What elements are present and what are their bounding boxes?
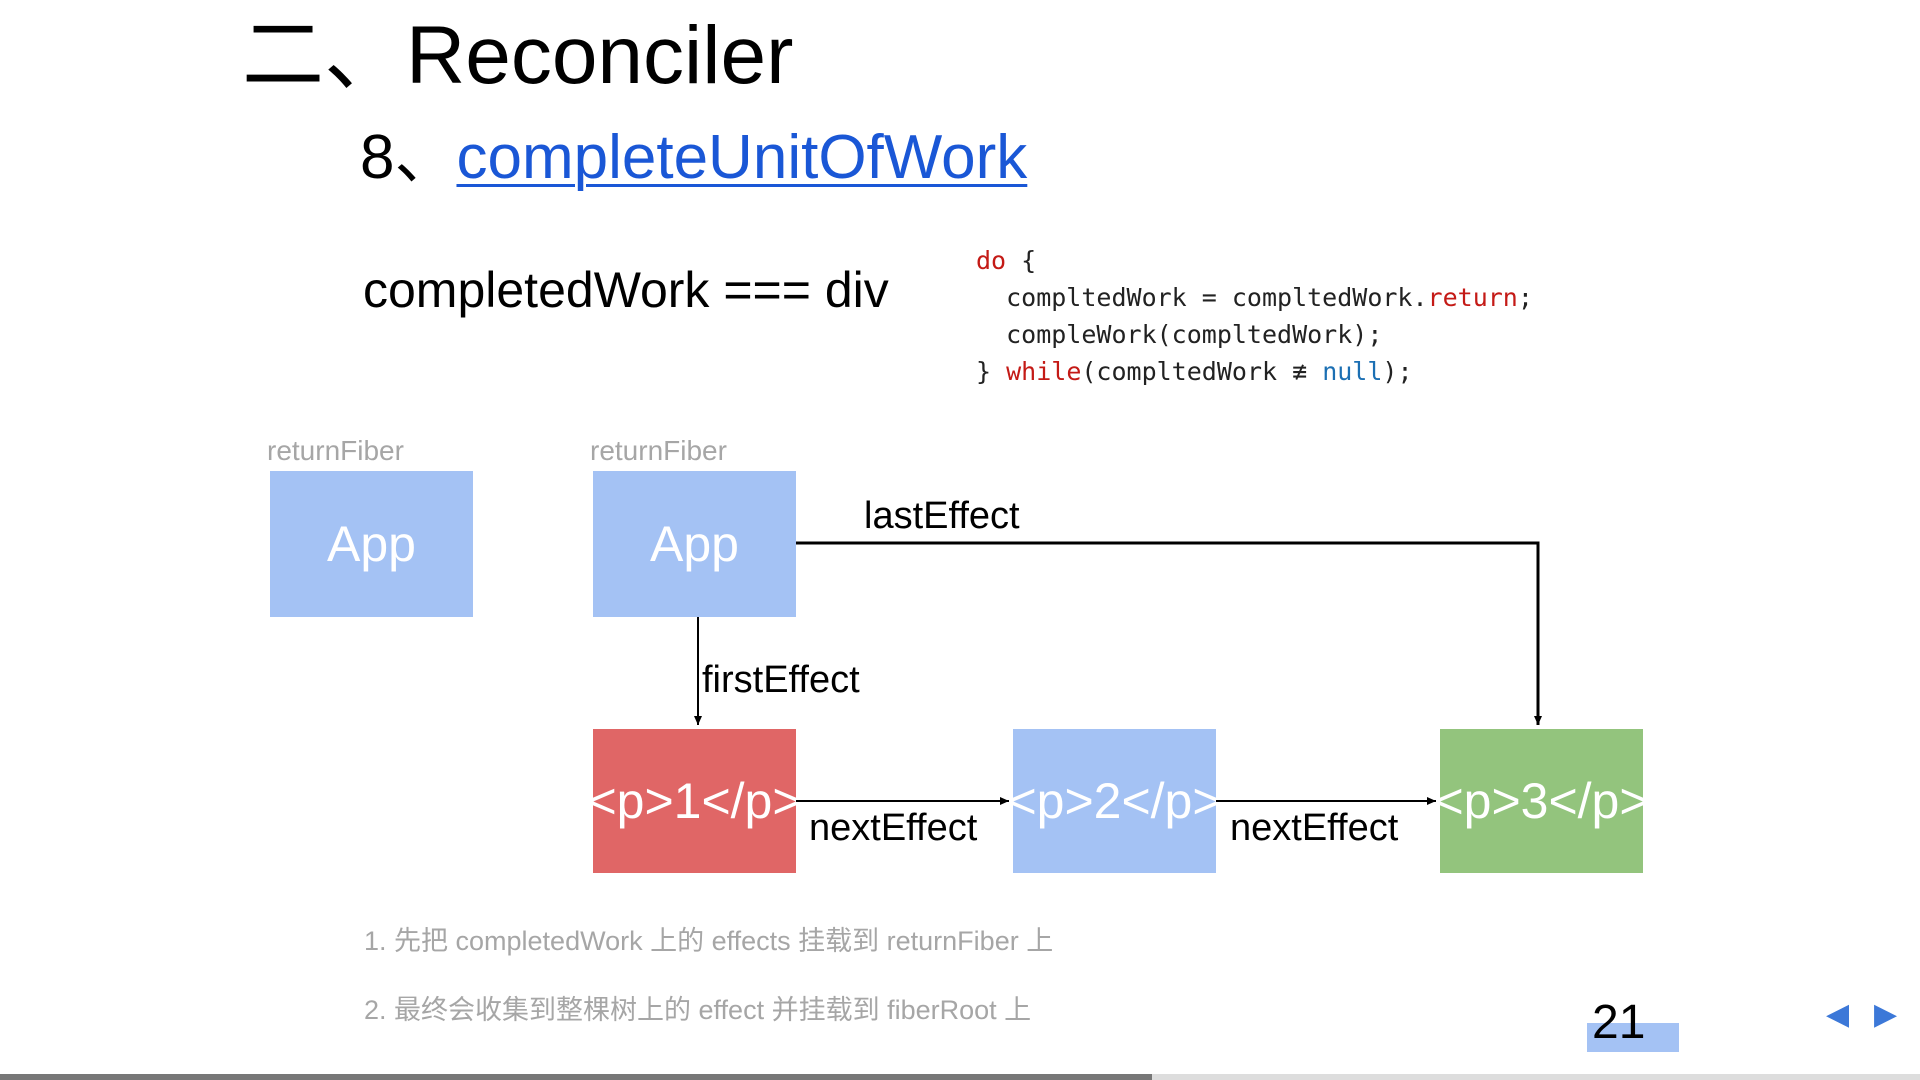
section-number: 8、 [360, 123, 457, 192]
code-line-4a: } [976, 357, 1007, 386]
return-fiber-label-2: returnFiber [590, 435, 727, 466]
next-effect-label-2: nextEffect [1230, 807, 1399, 849]
progress-bar[interactable] [0, 1074, 1920, 1080]
last-effect-arrow [796, 541, 1542, 725]
p3-fiber-box: <p>3</p> [1440, 729, 1643, 873]
slide-title: 二、Reconciler [242, 10, 794, 101]
complete-unit-of-work-link[interactable]: completeUnitOfWork [456, 123, 1028, 192]
app-fiber-box-1: App [270, 471, 473, 617]
prev-slide-icon[interactable]: ◀ [1826, 998, 1850, 1031]
section-heading: 8、completeUnitOfWork [360, 118, 1027, 198]
page-number: 21 [1592, 996, 1646, 1049]
first-effect-label: firstEffect [702, 659, 860, 701]
code-line-2a: compltedWork = compltedWork. [976, 283, 1428, 312]
note-2: 2. 最终会收集到整棵树上的 effect 并挂载到 fiberRoot 上 [364, 995, 1032, 1025]
return-fiber-label-1: returnFiber [267, 435, 404, 466]
code-line-2b: ; [1517, 283, 1533, 312]
app-fiber-box-2: App [593, 471, 796, 617]
last-effect-label: lastEffect [864, 495, 1020, 537]
page-number-highlight [1587, 1023, 1679, 1052]
next-effect-label-1: nextEffect [809, 807, 978, 849]
code-keyword-do: do [976, 246, 1007, 275]
p2-fiber-box: <p>2</p> [1013, 729, 1216, 873]
code-literal-null: null [1322, 357, 1383, 386]
progress-bar-fill [0, 1074, 1152, 1080]
code-line-4b: (compltedWork ≢ [1081, 357, 1323, 386]
code-block: do { compltedWork = compltedWork.return;… [976, 242, 1533, 390]
code-keyword-while: while [1006, 357, 1082, 386]
code-line-1-rest: { [1006, 246, 1037, 275]
p1-fiber-box: <p>1</p> [593, 729, 796, 873]
code-line-3: compleWork(compltedWork); [976, 320, 1383, 349]
code-line-4c: ); [1382, 357, 1413, 386]
note-1: 1. 先把 completedWork 上的 effects 挂载到 retur… [364, 926, 1054, 956]
next-slide-icon[interactable]: ▶ [1874, 998, 1898, 1031]
code-keyword-return: return [1427, 283, 1518, 312]
condition-text: completedWork === div [363, 262, 889, 318]
